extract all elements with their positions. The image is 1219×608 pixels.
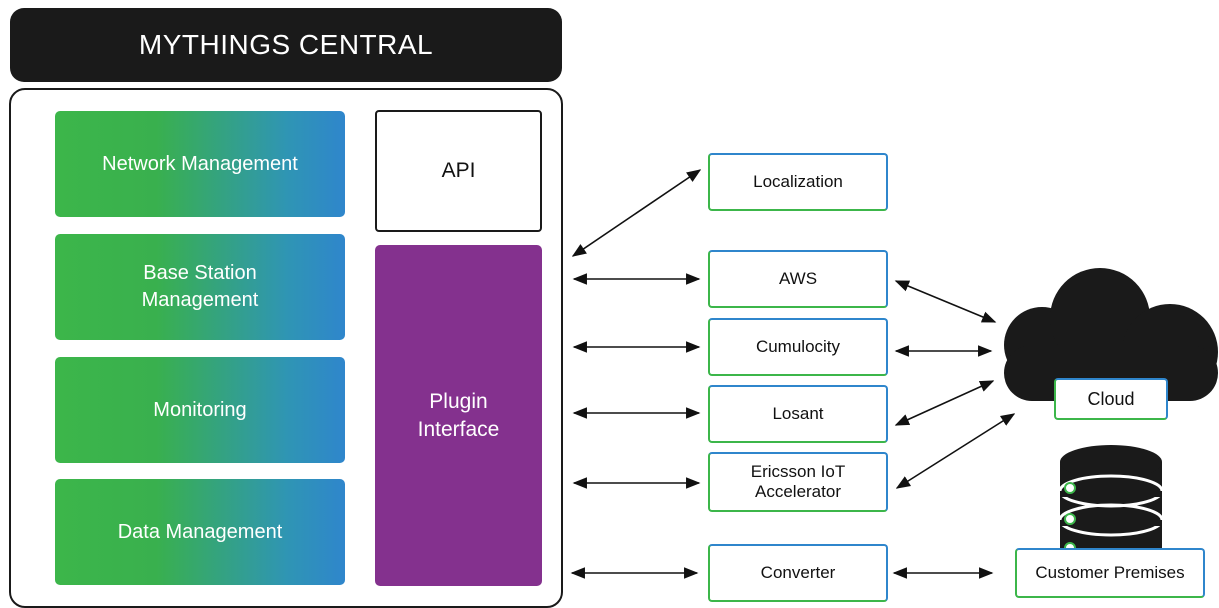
module-data-management: Data Management (55, 479, 345, 585)
module-network-management: Network Management (55, 111, 345, 217)
service-aws: AWS (708, 250, 888, 308)
module-monitoring: Monitoring (55, 357, 345, 463)
service-cumulocity: Cumulocity (708, 318, 888, 376)
module-base-station-management: Base Station Management (55, 234, 345, 340)
service-losant: Losant (708, 385, 888, 443)
arrow-aws-cloud (894, 280, 997, 323)
plugin-interface-box: Plugin Interface (375, 245, 542, 586)
page-title: MYTHINGS CENTRAL (10, 8, 562, 82)
cloud-label: Cloud (1054, 378, 1168, 420)
service-converter: Converter (708, 544, 888, 602)
arrow-plugin-localization (571, 169, 702, 257)
service-ericsson-iot-accelerator: Ericsson IoT Accelerator (708, 452, 888, 512)
api-box: API (375, 110, 542, 232)
customer-premises-label: Customer Premises (1015, 548, 1205, 598)
arrow-ericsson-cloud (895, 413, 1016, 489)
database-icon (1058, 445, 1164, 554)
arrow-losant-cloud (894, 380, 995, 426)
service-localization: Localization (708, 153, 888, 211)
